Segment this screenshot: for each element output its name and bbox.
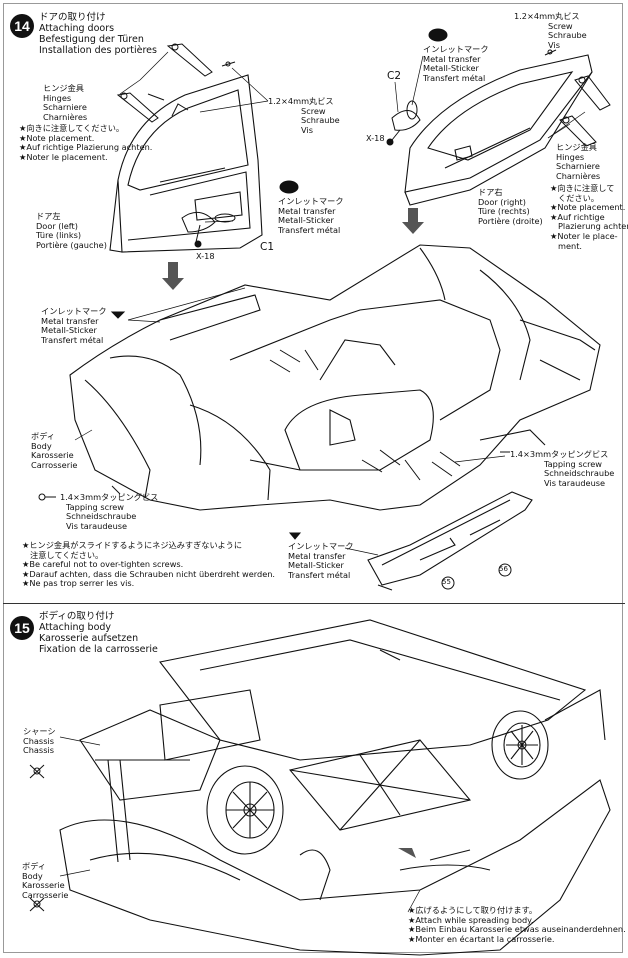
body-screws — [38, 349, 510, 501]
note-right: ★向きに注意して ください。 ★Note placement. ★Auf ric… — [550, 183, 628, 251]
chassis-underside — [159, 619, 587, 761]
left-door — [109, 74, 263, 253]
note-left: ★向きに注意してください。 ★Note placement. ★Auf rich… — [19, 123, 153, 162]
marker-label-a: 55 — [442, 578, 451, 586]
tapping-screw-right-label: 1.4×3mmタッピングビス Tapping screw Schneidschr… — [510, 449, 615, 488]
right-mirror — [386, 100, 421, 146]
rear-wing-part — [367, 491, 533, 591]
right-door — [404, 54, 593, 206]
spread-arrow — [398, 848, 416, 858]
body-label-15: ボディ Body Karosserie Carrosserie — [22, 861, 69, 900]
triangle-mark-1 — [110, 311, 126, 319]
step-15-badge: 15 — [10, 616, 34, 640]
screw-top-label: 1.2×4mm丸ビス Screw Schraube Vis — [514, 11, 587, 50]
hinges-right-label: ヒンジ金具 Hinges Scharniere Charnières — [556, 142, 601, 181]
right-hinges — [544, 49, 611, 147]
step-15-title: ボディの取り付け Attaching body Karosserie aufse… — [39, 611, 158, 655]
metal-transfer-c1-label: インレットマーク Metal transfer Metall-Sticker T… — [278, 196, 344, 235]
down-arrows — [162, 208, 424, 290]
part-x18-bottom: X-18 — [196, 251, 215, 261]
body-shell-14 — [69, 244, 601, 511]
chassis-label: シャーシ Chassis Chassis — [23, 726, 56, 756]
tool-icons — [29, 764, 45, 912]
rear-wing-15 — [79, 709, 221, 863]
left-mirror — [181, 211, 236, 248]
step-14-title: ドアの取り付け Attaching doors Befestigung der … — [39, 12, 157, 56]
hinges-left-label: ヒンジ金具 Hinges Scharniere Charnières — [43, 83, 88, 122]
leader-lines-14 — [74, 51, 586, 556]
metal-transfer-icon-top — [428, 28, 448, 42]
metal-transfer-body-label: インレットマーク Metal transfer Metall-Sticker T… — [41, 306, 107, 345]
page-frame — [3, 3, 623, 953]
triangle-mark-2 — [288, 532, 302, 540]
leader-lines-15 — [59, 736, 421, 913]
marker-circle-b — [498, 563, 512, 577]
part-x18-top: X-18 — [366, 133, 385, 143]
body-label-14: ボディ Body Karosserie Carrosserie — [31, 431, 78, 470]
step-14-badge: 14 — [10, 14, 34, 38]
body-shell-15 — [59, 689, 611, 956]
part-c1: C1 — [260, 241, 275, 253]
roll-cage — [289, 739, 471, 831]
marker-circle-a — [441, 576, 455, 590]
screw-mid-label: 1.2×4mm丸ビス Screw Schraube Vis — [268, 96, 340, 135]
wheels — [206, 710, 549, 855]
section-divider — [3, 603, 625, 604]
marker-label-b: 56 — [499, 565, 508, 573]
metal-transfer-c2-label: インレットマーク Metal transfer Metall-Sticker T… — [423, 44, 489, 83]
metal-transfer-wing-label: インレットマーク Metal transfer Metall-Sticker T… — [288, 541, 354, 580]
metal-transfer-icon-left — [279, 180, 299, 194]
door-left-label: ドア左 Door (left) Türe (links) Portière (g… — [36, 211, 107, 250]
caution-note: ★ヒンジ金具がスライドするようにネジ込みすぎないように 注意してください。 ★B… — [22, 540, 276, 589]
door-right-label: ドア右 Door (right) Türe (rechts) Portière … — [478, 187, 543, 226]
tapping-screw-left-label: 1.4×3mmタッピングビス Tapping screw Schneidschr… — [60, 492, 159, 531]
left-hinges — [116, 43, 236, 123]
attach-note: ★広げるようにして取り付けます。 ★Attach while spreading… — [408, 905, 626, 944]
part-c2: C2 — [387, 70, 402, 82]
